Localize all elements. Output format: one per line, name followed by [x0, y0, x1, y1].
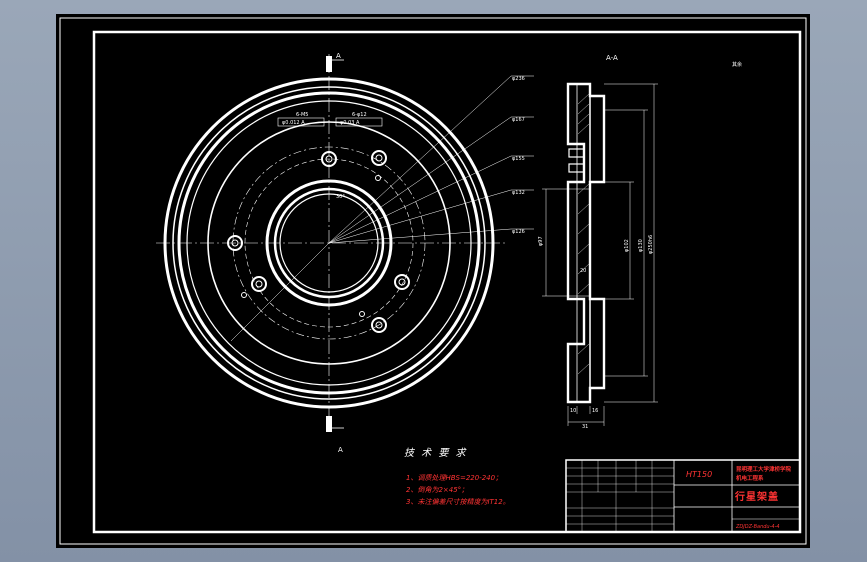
cad-drawing: φ236 φ167 φ155 φ132 φ126 6-M5 6-φ12 φ0.0… [59, 17, 807, 545]
hatching [577, 93, 590, 375]
view-title: A-A [606, 54, 618, 62]
dim-angle: 30° [336, 194, 345, 200]
tech-requirements: 技 术 要 求 1、调质处理HBS=220-240； 2、倒角为2×45°； 3… [404, 447, 510, 506]
section-view: A-A φ [538, 54, 742, 430]
tol-frame-b: φ0.03 A [340, 120, 360, 126]
dim-d250: φ250h6 [648, 235, 654, 254]
outer-frame [59, 17, 807, 545]
dim-d236: φ236 [512, 76, 525, 82]
dim-d167: φ167 [512, 117, 525, 123]
tech-item-3: 3、未注偏差尺寸按精度为IT12。 [406, 498, 510, 506]
dim-d97: φ97 [538, 236, 544, 246]
front-view: φ236 φ167 φ155 φ132 φ126 6-M5 6-φ12 φ0.0… [156, 52, 534, 454]
material: HT150 [686, 470, 712, 479]
dim-holes-a: 6-M5 [296, 112, 308, 118]
drawing-canvas: φ236 φ167 φ155 φ132 φ126 6-M5 6-φ12 φ0.0… [56, 14, 810, 548]
dim-w16: 16 [592, 408, 598, 414]
roughness-note: 其余 [732, 61, 742, 68]
dim-d126: φ126 [512, 229, 525, 235]
dim-w20: 20 [580, 268, 586, 274]
dim-w10: 10 [570, 408, 576, 414]
dim-d130: φ130 [638, 239, 644, 252]
school-line-1: 昆明理工大学津桥学院 [736, 465, 792, 473]
dim-w31: 31 [582, 424, 588, 430]
leader-lines [230, 75, 534, 342]
drawing-number: ZDJDZ-Bandu-4-4 [735, 524, 780, 530]
tech-item-2: 2、倒角为2×45°； [406, 486, 468, 494]
tech-item-1: 1、调质处理HBS=220-240； [406, 474, 502, 482]
bolt-holes [227, 150, 410, 333]
part-name: 行星架盖 [734, 490, 779, 503]
dim-d132: φ132 [512, 190, 525, 196]
inner-frame [92, 30, 802, 534]
tol-frame-a: φ0.012 A [282, 120, 305, 126]
tech-heading: 技 术 要 求 [404, 447, 468, 459]
school-line-2: 机电工程系 [735, 474, 764, 482]
dim-holes-b: 6-φ12 [352, 112, 367, 118]
cut-label-bottom: A [338, 446, 343, 454]
dim-d155: φ155 [512, 156, 525, 162]
dim-d102: φ102 [624, 239, 630, 252]
title-block: HT150 昆明理工大学津桥学院 机电工程系 行星架盖 ZDJDZ-Bandu-… [565, 459, 801, 533]
cut-label-top: A [336, 52, 341, 60]
